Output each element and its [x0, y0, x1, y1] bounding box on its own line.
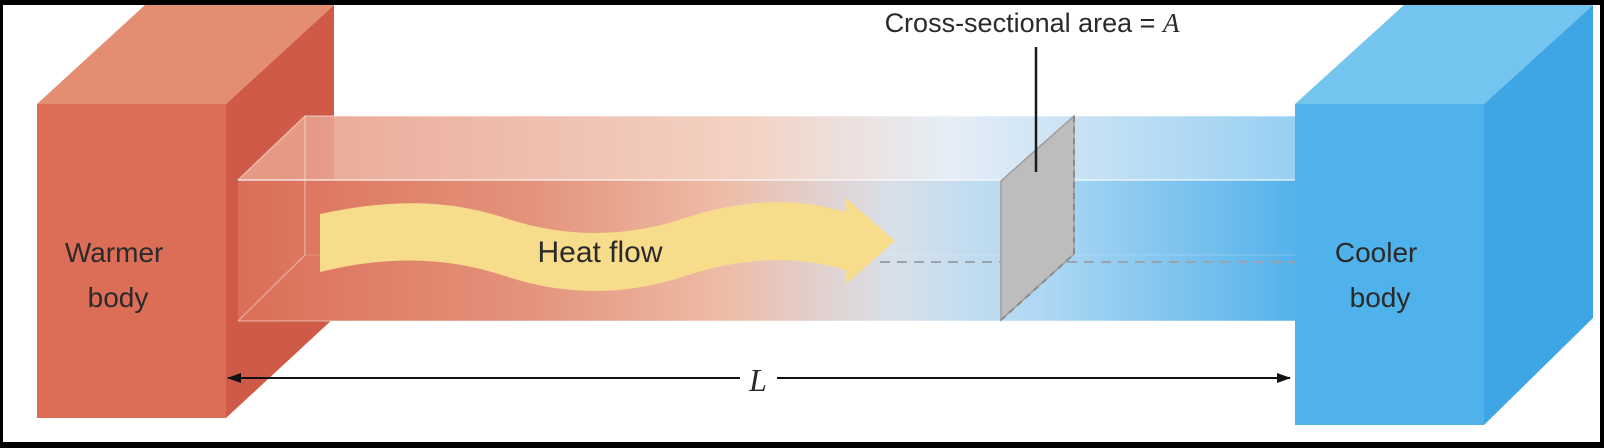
cross-sectional-area-label: Cross-sectional area = A	[885, 8, 1180, 38]
heat-flow-arrow	[320, 197, 895, 291]
warmer-body-label-line1: Warmer	[65, 237, 164, 268]
cooler-body-front-face	[1295, 104, 1484, 425]
rod-top-face	[238, 116, 1295, 180]
cooler-body-top-face	[1295, 5, 1593, 104]
area-variable: A	[1161, 8, 1180, 38]
cooler-body-label: Cooler body	[1335, 237, 1425, 313]
warmer-body-label-line2: body	[88, 282, 149, 313]
warmer-body-front-face	[37, 104, 226, 418]
warmer-body-label: Warmer body	[65, 237, 171, 313]
cross-section-plane	[1000, 114, 1075, 322]
length-label: L	[748, 362, 767, 398]
warmer-body-top-face	[37, 5, 334, 104]
area-label-text: Cross-sectional area =	[885, 8, 1163, 38]
cooler-body-block	[1295, 5, 1593, 425]
heat-flow-label: Heat flow	[537, 236, 662, 269]
cooler-body-label-line2: body	[1350, 282, 1411, 313]
cooler-body-side-face	[1484, 5, 1593, 425]
cooler-body-label-line1: Cooler	[1335, 237, 1417, 268]
